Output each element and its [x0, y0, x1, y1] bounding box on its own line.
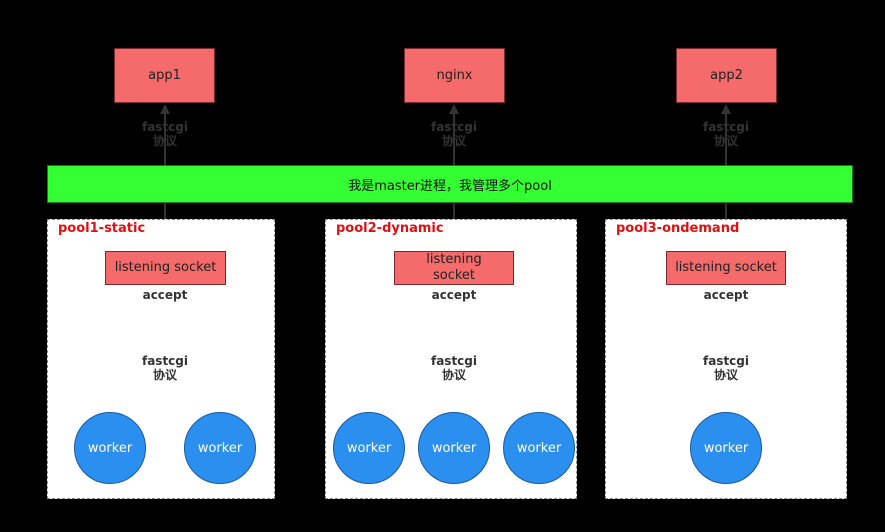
- pool1-accept-label: accept: [142, 288, 188, 302]
- pool2-worker-2: worker: [418, 412, 490, 484]
- protocol-label-app1: fastcgi 协议: [130, 120, 200, 148]
- pool2-worker-1: worker: [333, 412, 405, 484]
- pool1-protocol-label: fastcgi 协议: [130, 354, 200, 382]
- pool3-worker-1: worker: [690, 412, 762, 484]
- protocol-line2: 协议: [713, 134, 738, 148]
- pool3-protocol-label: fastcgi 协议: [691, 354, 761, 382]
- protocol-line2: 协议: [441, 134, 466, 148]
- pool1-worker-1: worker: [74, 412, 146, 484]
- master-process-bar: 我是master进程，我管理多个pool: [47, 165, 853, 203]
- pool2-worker-3: worker: [503, 412, 575, 484]
- pool3-listening-socket: listening socket: [666, 251, 786, 285]
- pool1-listening-socket: listening socket: [105, 251, 226, 285]
- protocol-line1: fastcgi: [141, 120, 188, 134]
- pool2-listening-socket: listening socket: [394, 251, 514, 285]
- protocol-line1: fastcgi: [141, 354, 188, 368]
- protocol-line1: fastcgi: [702, 120, 749, 134]
- pool2-accept-label: accept: [431, 288, 477, 302]
- nginx-box: nginx: [404, 48, 505, 103]
- protocol-line1: fastcgi: [430, 120, 477, 134]
- protocol-label-nginx: fastcgi 协议: [419, 120, 489, 148]
- protocol-line2: 协议: [152, 368, 177, 382]
- protocol-line2: 协议: [713, 368, 738, 382]
- protocol-label-app2: fastcgi 协议: [691, 120, 761, 148]
- protocol-line1: fastcgi: [702, 354, 749, 368]
- protocol-line2: 协议: [152, 134, 177, 148]
- protocol-line1: fastcgi: [430, 354, 477, 368]
- pool1-worker-2: worker: [184, 412, 256, 484]
- pool3-accept-label: accept: [703, 288, 749, 302]
- pool2-protocol-label: fastcgi 协议: [419, 354, 489, 382]
- pool1-title: pool1-static: [58, 221, 146, 236]
- protocol-line2: 协议: [441, 368, 466, 382]
- app2-box: app2: [676, 48, 777, 103]
- pool3-title: pool3-ondemand: [616, 221, 740, 236]
- pool2-title: pool2-dynamic: [336, 221, 444, 236]
- app1-box: app1: [114, 48, 215, 103]
